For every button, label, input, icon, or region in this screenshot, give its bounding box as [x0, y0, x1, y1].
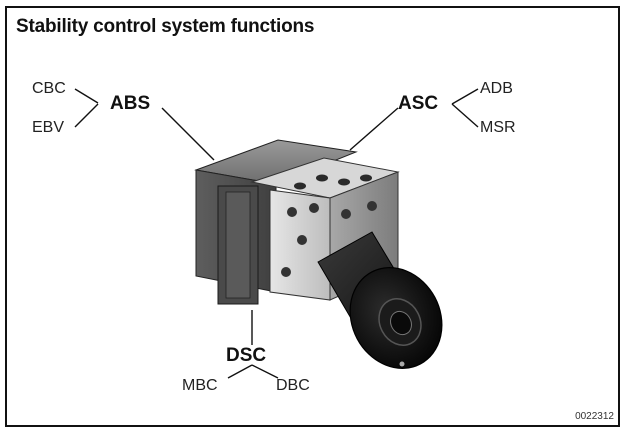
brake-line-ports [294, 174, 372, 190]
dsc-to-mbc-line [227, 364, 253, 379]
label-cbc: CBC [32, 80, 66, 97]
adb-to-asc-line [451, 88, 479, 105]
msr-to-asc-line [451, 103, 479, 128]
label-asc: ASC [398, 93, 439, 114]
label-dbc: DBC [276, 377, 310, 394]
label-abs: ABS [110, 93, 151, 114]
label-dsc: DSC [226, 345, 267, 366]
pump-motor-hub [390, 310, 412, 336]
connector-plug-face [225, 191, 251, 299]
label-mbc: MBC [182, 377, 218, 394]
cbc-to-abs-line [74, 88, 99, 104]
valve-block-front [269, 189, 331, 301]
figure-code: 0022312 [575, 411, 614, 422]
abs-to-unit-line [161, 107, 215, 161]
label-msr: MSR [480, 119, 516, 136]
front-ports [281, 201, 377, 277]
label-ebv: EBV [32, 119, 65, 136]
ebv-to-abs-line [74, 103, 99, 128]
dsc-to-dbc-line [251, 364, 279, 379]
connector-lines [74, 88, 479, 379]
pump-motor-screw [399, 361, 405, 367]
hydraulic-unit-illustration [194, 139, 443, 369]
figure-title: Stability control system functions [16, 16, 315, 37]
asc-to-unit-line [349, 107, 399, 151]
label-adb: ADB [480, 80, 513, 97]
